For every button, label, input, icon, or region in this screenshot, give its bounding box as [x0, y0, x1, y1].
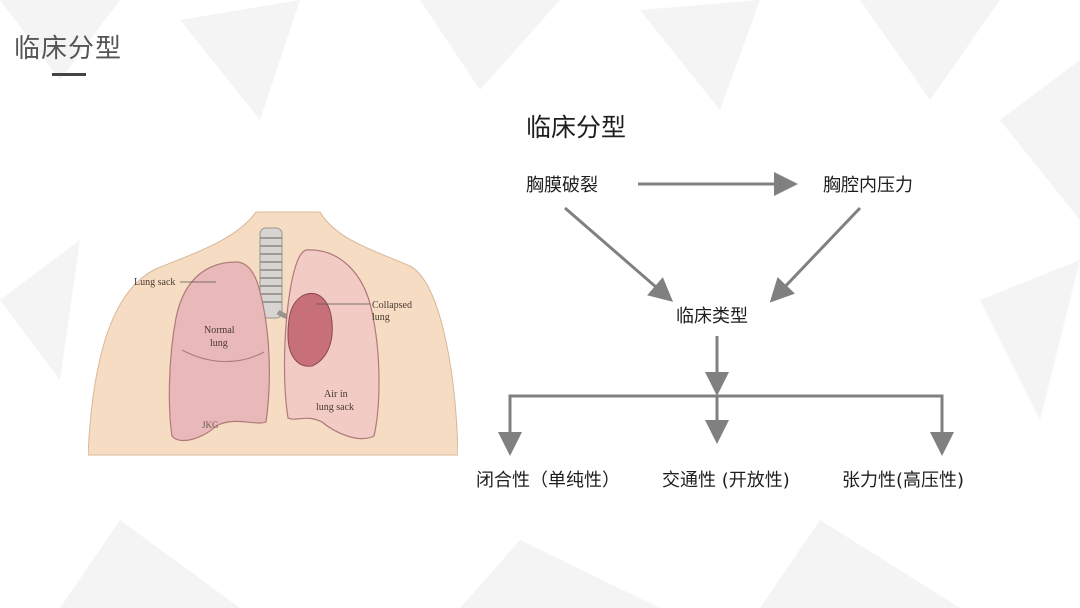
- collapsed-lung: [287, 293, 333, 367]
- node-closed-type: 闭合性（单纯性）: [476, 470, 620, 491]
- normal-lung: [168, 261, 270, 441]
- node-tension-type: 张力性(高压性): [842, 470, 965, 491]
- label-normal-lung-2: lung: [210, 338, 228, 349]
- pneumothorax-illustration: Lung sack Collapsed lung Normal lung Air…: [88, 211, 458, 456]
- label-normal-lung-1: Normal: [204, 325, 235, 336]
- arrow-pressure-to-type: [769, 206, 862, 303]
- artist-signature: JKG: [202, 420, 219, 430]
- arrow-rupture-to-type: [564, 206, 674, 302]
- node-clinical-type: 临床类型: [676, 306, 748, 327]
- node-intrathoracic-pressure: 胸腔内压力: [823, 175, 913, 196]
- diagram-title: 临床分型: [526, 113, 627, 142]
- label-lung-sack: Lung sack: [134, 277, 175, 288]
- branch-bar: [508, 394, 944, 444]
- label-air-in-sack-2: lung sack: [316, 402, 354, 413]
- label-air-in-sack-1: Air in: [324, 389, 348, 400]
- node-pleural-rupture: 胸膜破裂: [526, 175, 598, 196]
- title-underline: [52, 73, 86, 76]
- label-collapsed-lung-2: lung: [372, 312, 390, 323]
- page-title: 临床分型: [14, 34, 123, 64]
- node-open-type: 交通性 (开放性): [662, 470, 790, 491]
- label-collapsed-lung-1: Collapsed: [372, 300, 412, 311]
